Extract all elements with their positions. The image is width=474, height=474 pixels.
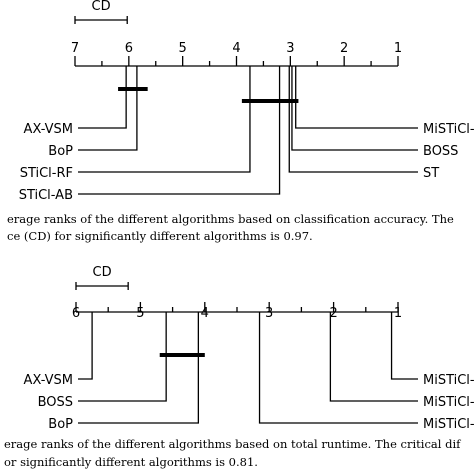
method-connector (78, 66, 127, 129)
method-connector (78, 312, 167, 402)
method-label: MiSTiCl- (423, 373, 474, 388)
tick-label: 6 (72, 306, 80, 321)
tick-label: 3 (286, 41, 294, 56)
caption-line: erage ranks of the different algorithms … (4, 437, 461, 451)
method-label: STiCl-AB (19, 188, 73, 203)
method-label: MiSTiCl- (423, 417, 474, 432)
method-connector (329, 312, 418, 402)
cd-label: CD (92, 0, 111, 14)
method-connector (295, 66, 418, 129)
tick-label: 1 (394, 306, 402, 321)
method-connector (258, 312, 418, 424)
cd-diagram-1: CD 7 6 5 4 3 2 1AX-VSM BoP STiCl-RF STiCl-AB MiSTiC… (7, 0, 474, 243)
method-label: BOSS (423, 144, 458, 159)
method-label: MiSTiCl- (423, 122, 474, 137)
method-connector (291, 66, 418, 151)
cd-diagram-2: CD 6 5 4 3 2 1AX-VSM BOSS BoP MiSTiCl- MiSTiCl- MiS… (4, 265, 474, 469)
method-label: BoP (48, 144, 73, 159)
method-label: ST (423, 166, 439, 181)
method-connector (390, 312, 418, 380)
method-connector (78, 66, 251, 173)
method-label: AX-VSM (24, 122, 73, 137)
tick-label: 5 (136, 306, 144, 321)
caption-line: or significantly different algorithms is… (4, 455, 258, 469)
tick-label: 5 (179, 41, 187, 56)
method-label: BOSS (38, 395, 73, 410)
tick-label: 3 (265, 306, 273, 321)
method-connector (78, 66, 138, 151)
method-label: MiSTiCl- (423, 395, 474, 410)
method-connector (78, 312, 93, 380)
method-label: STiCl-RF (20, 166, 73, 181)
method-connector (78, 312, 200, 424)
tick-label: 7 (71, 41, 79, 56)
caption-line: ce (CD) for significantly different algo… (7, 229, 313, 243)
method-connector (288, 66, 418, 173)
tick-label: 2 (329, 306, 337, 321)
tick-label: 6 (125, 41, 133, 56)
tick-label: 1 (394, 41, 402, 56)
method-connector (78, 66, 281, 195)
cd-label: CD (93, 265, 112, 280)
tick-label: 2 (340, 41, 348, 56)
tick-label: 4 (232, 41, 240, 56)
method-label: AX-VSM (24, 373, 73, 388)
caption-line: erage ranks of the different algorithms … (7, 212, 454, 226)
tick-label: 4 (201, 306, 209, 321)
method-label: BoP (48, 417, 73, 432)
